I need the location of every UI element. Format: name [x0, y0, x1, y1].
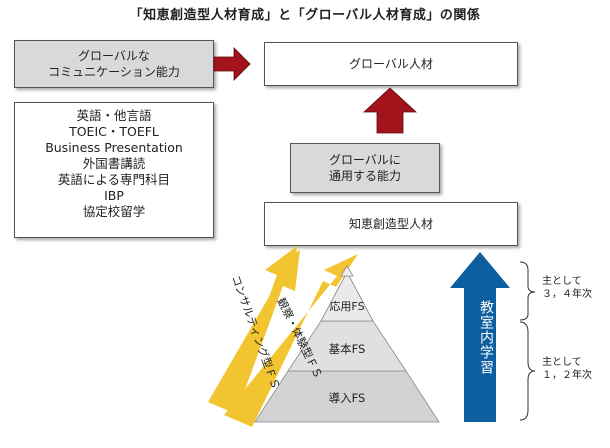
pyramid-top-tip	[340, 265, 354, 277]
wisdom-talent-label: 知恵創造型人材	[348, 217, 433, 231]
skills-list-box: 英語・他言語 TOEIC・TOEFL Business Presentation…	[14, 102, 214, 238]
diagram-title: 「知恵創造型人材育成」と「グローバル人材育成」の関係	[129, 8, 481, 23]
skill-item: TOEIC・TOEFL	[69, 124, 159, 139]
skill-item: 英語・他言語	[76, 108, 152, 123]
wisdom-talent-box: 知恵創造型人材	[264, 202, 518, 246]
pyramid-middle-label: 基本FS	[328, 342, 366, 356]
global-talent-label: グローバル人材	[349, 57, 433, 71]
year-note-lower-line-1: 主として	[542, 357, 582, 368]
up-arrow-icon	[362, 87, 418, 134]
global-communication-line-2: コミュニケーション能力	[48, 65, 180, 79]
global-ability-box: グローバルに 通用する能力	[290, 143, 440, 193]
year-note-lower: 主として １，２年次	[542, 356, 592, 382]
brace-lower-icon	[519, 321, 536, 421]
pyramid-top-label: 応用FS	[329, 300, 365, 313]
classroom-label: 教室内学習	[478, 300, 494, 375]
global-communication-line-1: グローバルな	[78, 49, 150, 63]
global-talent-box: グローバル人材	[264, 42, 518, 86]
right-arrow-icon	[213, 47, 251, 81]
skill-item: IBP	[104, 188, 124, 203]
year-note-lower-line-2: １，２年次	[542, 370, 592, 381]
global-communication-box: グローバルな コミュニケーション能力	[14, 40, 214, 88]
skill-item: 外国書講読	[82, 156, 146, 171]
pyramid-bottom-label: 導入FS	[328, 391, 366, 405]
global-ability-line-2: 通用する能力	[328, 169, 401, 183]
global-ability-line-1: グローバルに	[329, 153, 401, 167]
year-note-upper-line-1: 主として	[542, 276, 582, 287]
skill-item: 協定校留学	[82, 204, 146, 219]
consulting-fs-label: コンサルティング型ＦＳ	[228, 273, 283, 391]
year-note-upper-line-2: ３，４年次	[542, 289, 592, 300]
skill-item: Business Presentation	[45, 140, 183, 155]
year-note-upper: 主として ３，４年次	[542, 275, 592, 301]
skill-item: 英語による専門科目	[57, 172, 171, 187]
brace-upper-icon	[519, 261, 536, 321]
